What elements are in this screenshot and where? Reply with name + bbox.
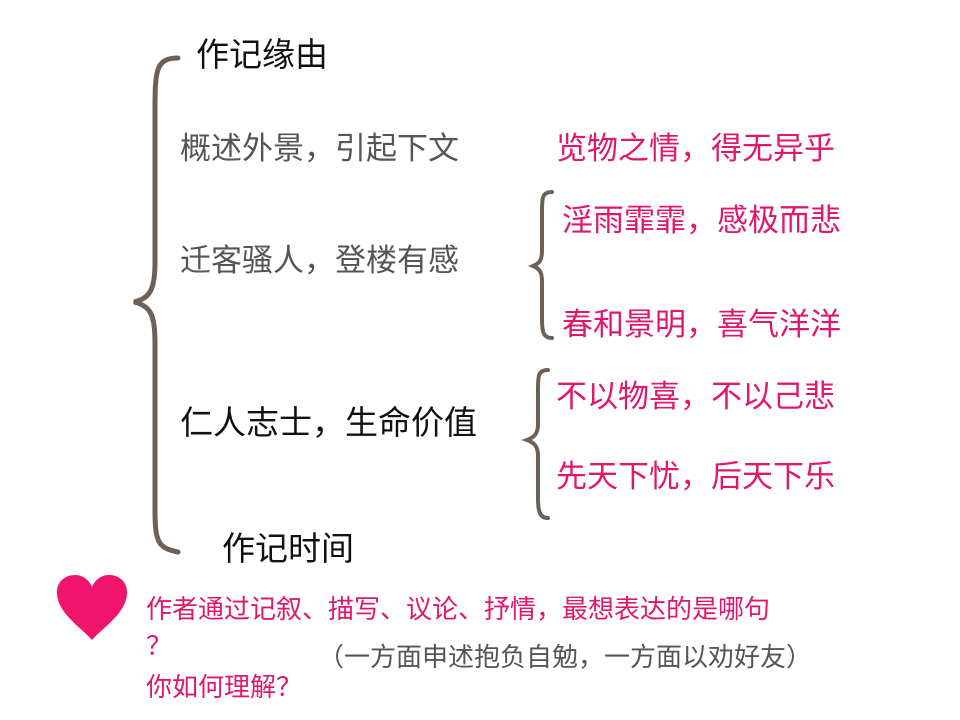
- brace-section2: [527, 190, 554, 340]
- answer-text: （一方面申述抱负自勉，一方面以劝好友）: [318, 643, 813, 673]
- question-line3: 你如何理解？: [146, 673, 303, 703]
- section1-label: 概述外景，引起下文: [180, 131, 459, 167]
- section2-sub-2: 春和景明，喜气洋洋: [562, 307, 841, 343]
- brace-section3: [521, 368, 550, 520]
- section2-label: 迁客骚人，登楼有感: [180, 243, 459, 279]
- main-brace: [133, 55, 181, 555]
- section3-sub-1: 不以物喜，不以己悲: [556, 379, 835, 415]
- bottom-label: 作记时间: [222, 529, 354, 568]
- section3-label: 仁人志士，生命价值: [180, 403, 477, 442]
- question-line2: ？: [146, 632, 173, 662]
- section1-conclusion: 览物之情，得无异乎: [556, 131, 835, 167]
- section2-sub-1: 淫雨霏霏，感极而悲: [562, 203, 841, 239]
- heart-icon: [56, 575, 128, 640]
- question-line1: 作者通过记叙、描写、议论、抒情，最想表达的是哪句: [146, 595, 771, 625]
- section3-sub-2: 先天下忧，后天下乐: [556, 459, 835, 495]
- top-label: 作记缘由: [196, 35, 328, 74]
